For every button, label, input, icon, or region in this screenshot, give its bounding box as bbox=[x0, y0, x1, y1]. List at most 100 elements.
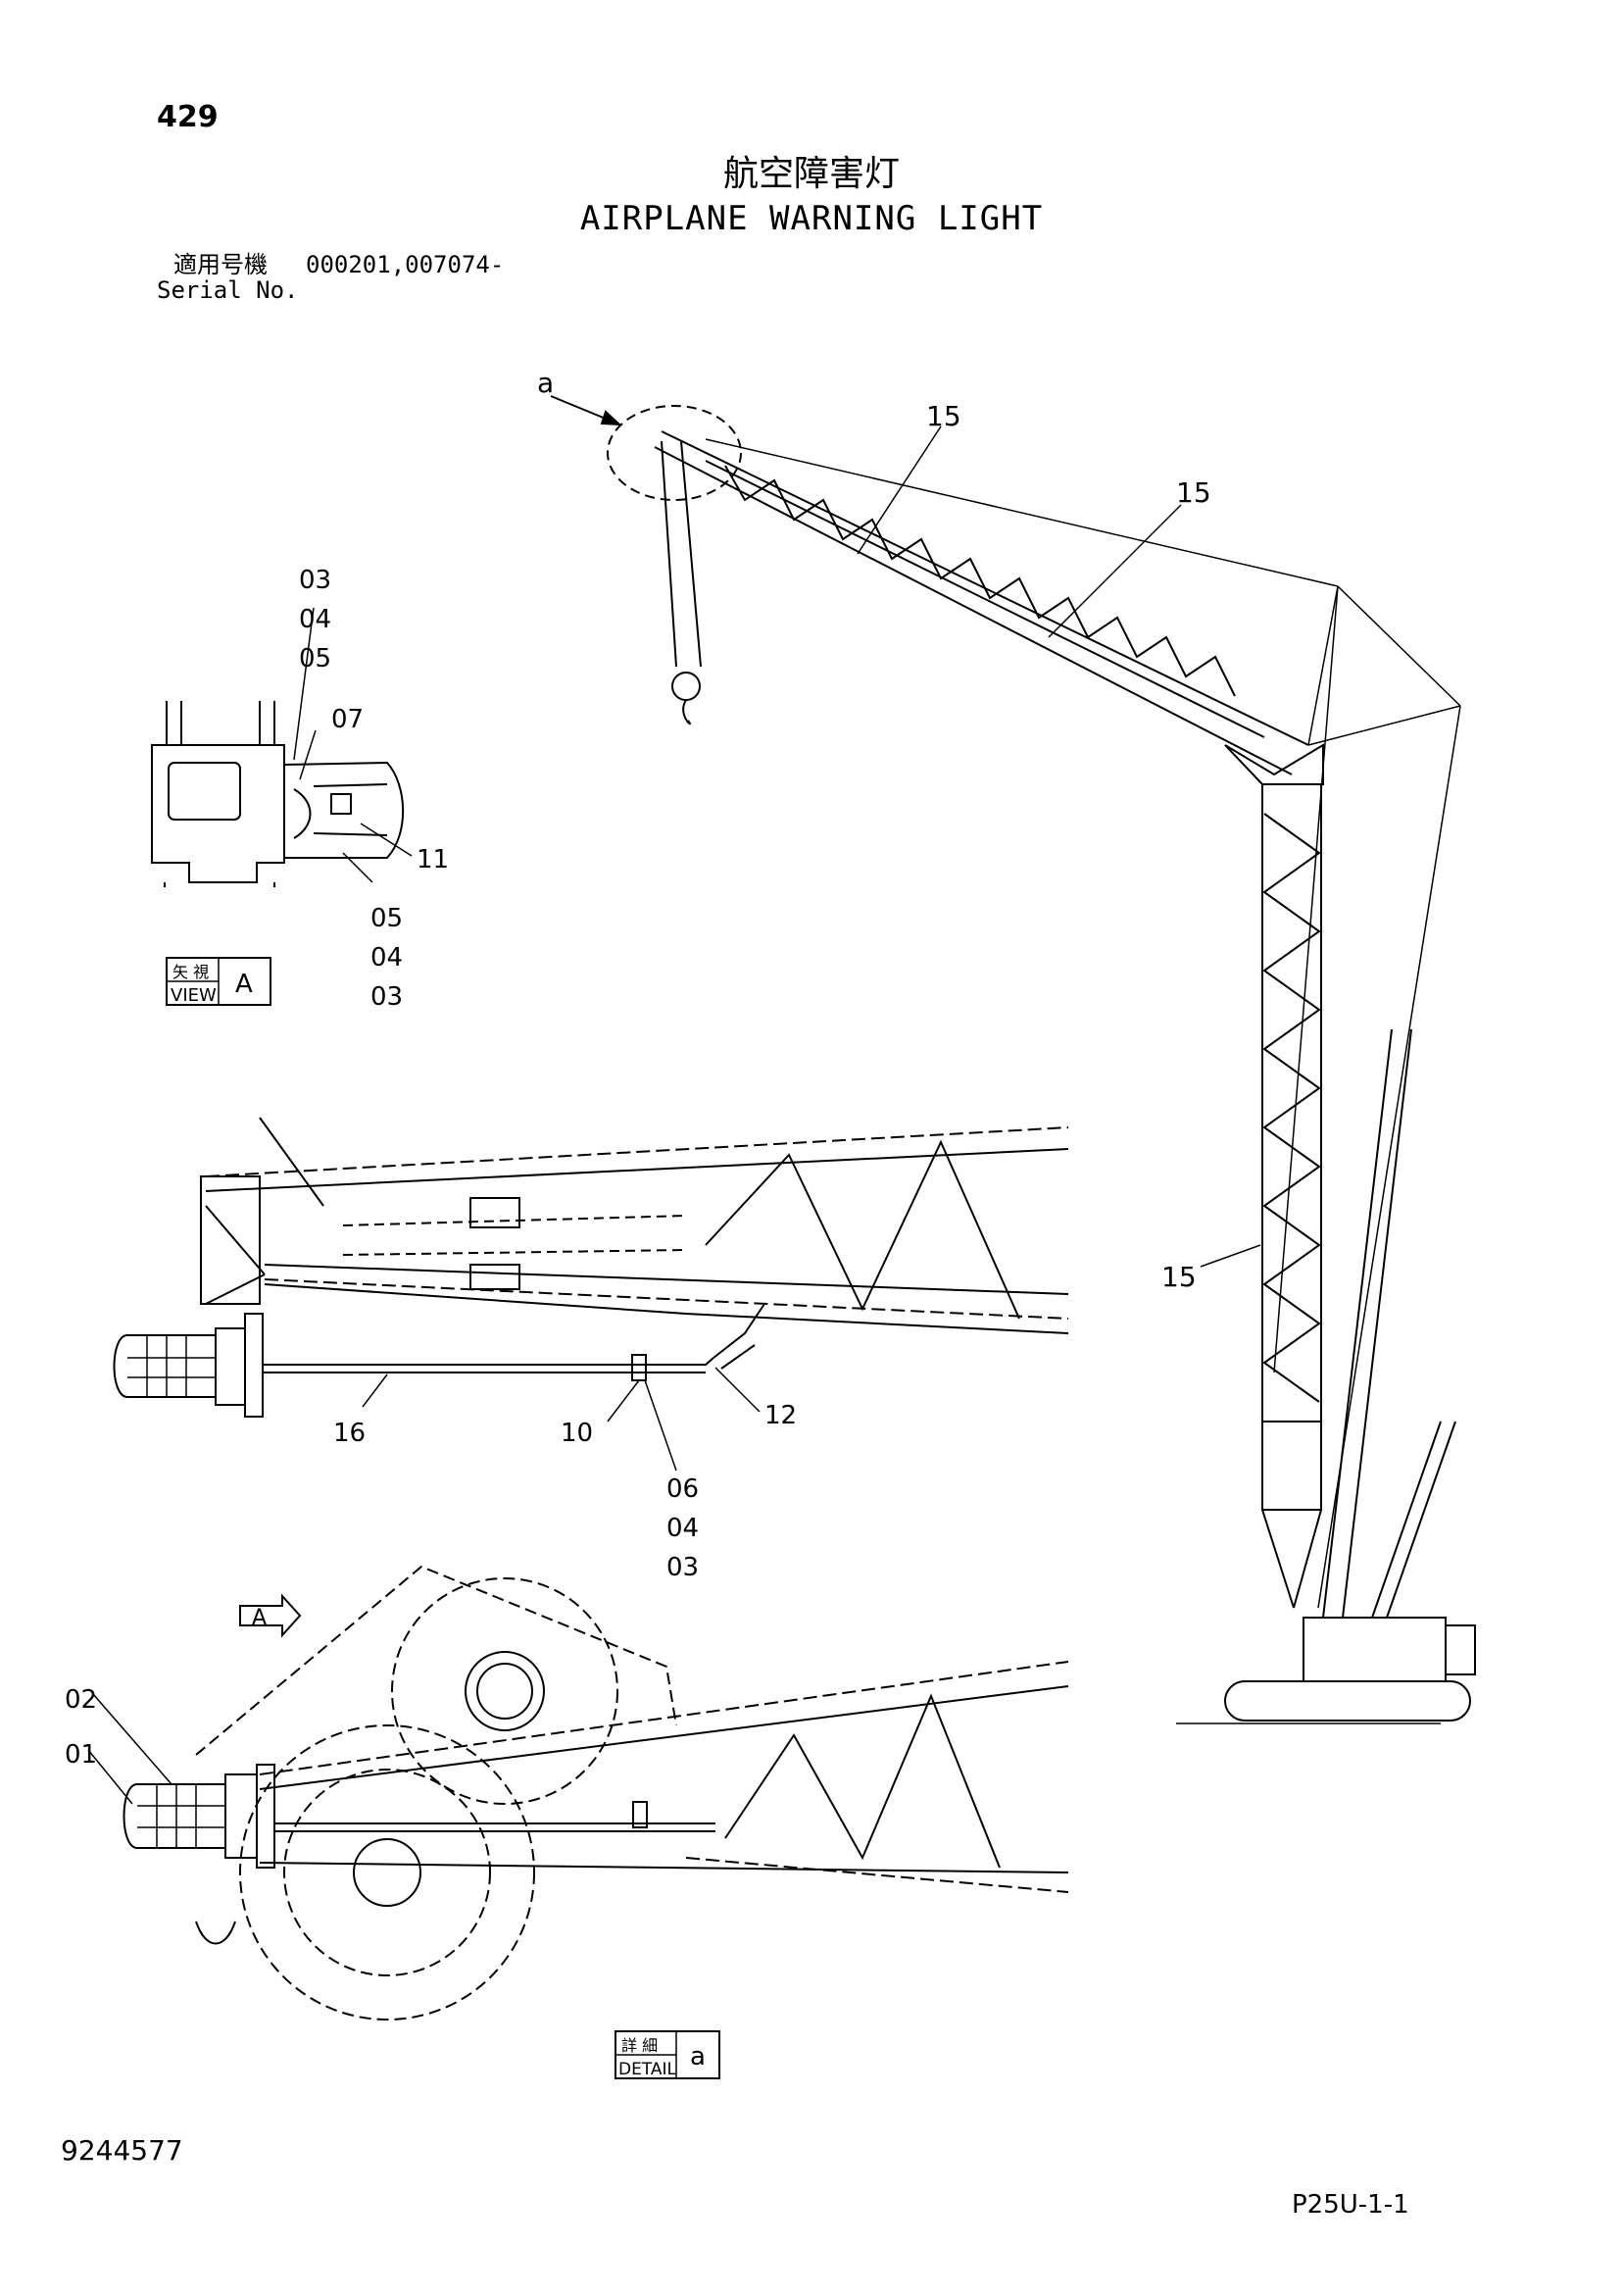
serial-numbers: 000201,007074- bbox=[306, 251, 505, 278]
middle-detail-drawing bbox=[113, 1117, 1069, 1472]
detail-box-letter: a bbox=[690, 2042, 706, 2071]
detail-upper-hub-inner bbox=[476, 1663, 533, 1720]
sheet-code: P25U-1-1 bbox=[1292, 2190, 1409, 2220]
view-a-callout-07: 07 bbox=[331, 705, 364, 734]
view-a-frame bbox=[151, 744, 285, 883]
mid-plate-1 bbox=[469, 1197, 520, 1228]
pendant-line-4 bbox=[1307, 705, 1461, 746]
mid-callout-04: 04 bbox=[666, 1514, 699, 1543]
detail-lower-sheave-outer bbox=[239, 1724, 535, 2021]
detail-bolt bbox=[195, 1921, 236, 1945]
mid-mid-chord-2 bbox=[264, 1278, 1069, 1320]
tower-head bbox=[1224, 743, 1324, 785]
view-a-leader-top bbox=[293, 607, 317, 780]
mid-callout-12: 12 bbox=[764, 1401, 797, 1430]
callout-15-leader-3 bbox=[1200, 1244, 1261, 1268]
front-line bbox=[1273, 585, 1339, 1373]
crawler-track bbox=[1224, 1680, 1471, 1722]
hook bbox=[682, 699, 691, 725]
detail-conduit bbox=[274, 1822, 715, 1832]
view-a-leader-bottom bbox=[342, 852, 373, 883]
view-box-jp: 矢 視 bbox=[172, 963, 209, 981]
view-box-letter: A bbox=[235, 970, 253, 999]
mid-bottom-chord bbox=[264, 1283, 1069, 1334]
detail-clamp bbox=[632, 1801, 648, 1828]
view-a-rails bbox=[166, 701, 275, 745]
callout-a: a bbox=[537, 367, 554, 399]
detail-box-label: DETAIL bbox=[618, 2060, 677, 2079]
mid-callout-10: 10 bbox=[561, 1419, 593, 1448]
page-title: AIRPLANE WARNING LIGHT bbox=[579, 199, 1044, 238]
mid-lamp-base bbox=[215, 1327, 246, 1406]
detail-lamp-cage-bars bbox=[137, 1784, 225, 1848]
detail-a-arrowhead bbox=[600, 410, 622, 426]
detail-upper-sheave bbox=[391, 1577, 618, 1805]
detail-a-circle bbox=[607, 405, 742, 501]
mast-strut bbox=[1322, 1028, 1412, 1619]
mid-plate-2 bbox=[469, 1264, 520, 1290]
hook-rope bbox=[661, 440, 702, 668]
mid-lamp-cage bbox=[113, 1334, 217, 1398]
hook-block bbox=[671, 672, 701, 701]
boom-lacing bbox=[724, 465, 1236, 697]
mid-diagonal-top bbox=[259, 1117, 324, 1207]
callout-15-boom-lower: 15 bbox=[1176, 476, 1211, 509]
detail-a-label-box bbox=[615, 2030, 720, 2079]
pendant-line-2 bbox=[1337, 585, 1461, 707]
gantry-strut bbox=[1371, 1421, 1456, 1619]
mid-lamp-cage-bars bbox=[127, 1335, 216, 1397]
view-a-callout-03-bottom: 03 bbox=[370, 982, 403, 1012]
mid-callout-03: 03 bbox=[666, 1553, 699, 1582]
view-a-slot bbox=[313, 783, 388, 836]
view-a-feet bbox=[164, 882, 275, 887]
callout-15-leader-2 bbox=[1048, 504, 1182, 638]
callout-15-leader-1 bbox=[857, 425, 942, 555]
callout-15-mast: 15 bbox=[1161, 1261, 1197, 1293]
pendant-line-3 bbox=[1307, 585, 1339, 746]
document-number: 9244577 bbox=[61, 2134, 183, 2167]
view-a-window bbox=[168, 762, 241, 821]
mid-hidden-lines bbox=[342, 1215, 687, 1256]
detail-lower-sheave bbox=[283, 1769, 491, 1976]
view-a-callout-11: 11 bbox=[417, 845, 449, 874]
view-arrow-shape bbox=[239, 1593, 302, 1638]
mid-leader-06 bbox=[644, 1379, 677, 1472]
page-number: 429 bbox=[157, 100, 219, 134]
boom-inner-chord bbox=[705, 460, 1265, 738]
mid-mid-chord bbox=[264, 1264, 1069, 1295]
view-a-label-box bbox=[166, 957, 271, 1006]
detail-top-chord bbox=[259, 1661, 1069, 1775]
page-title-japanese: 航空障害灯 bbox=[722, 154, 900, 194]
mid-callout-06: 06 bbox=[666, 1474, 699, 1504]
tower-base-section bbox=[1261, 1421, 1322, 1511]
view-a-drawing bbox=[151, 607, 413, 887]
view-a-callout-05-bottom: 05 bbox=[370, 904, 403, 933]
mid-callout-16: 16 bbox=[333, 1419, 366, 1448]
tower-mast bbox=[1261, 783, 1322, 1423]
detail-lamp-bracket bbox=[256, 1764, 275, 1869]
detail-callout-02: 02 bbox=[65, 1685, 97, 1715]
view-a-callout-04-top: 04 bbox=[299, 605, 331, 634]
view-a-callout-04-bottom: 04 bbox=[370, 943, 403, 973]
mid-leader-10 bbox=[607, 1379, 640, 1423]
counterweight bbox=[1445, 1624, 1476, 1675]
mid-top-chord-2 bbox=[205, 1148, 1069, 1192]
detail-mid-chord bbox=[259, 1862, 1069, 1873]
detail-lower-hub bbox=[353, 1838, 421, 1907]
tower-lacing bbox=[1262, 813, 1321, 1403]
detail-leader-01 bbox=[87, 1749, 133, 1805]
mid-conduit bbox=[263, 1357, 714, 1366]
view-a-callout-03-top: 03 bbox=[299, 566, 331, 595]
detail-leader-02 bbox=[92, 1693, 172, 1785]
serial-label-japanese: 適用号機 bbox=[173, 251, 268, 278]
detail-upper-hub bbox=[465, 1651, 545, 1731]
view-a-lamp-base bbox=[330, 793, 352, 815]
detail-lacing bbox=[724, 1693, 1001, 1869]
crane-overview bbox=[550, 395, 1476, 1724]
detail-a-drawing bbox=[87, 1565, 1069, 2021]
detail-box-jp: 詳 細 bbox=[621, 2036, 658, 2055]
mid-leader-12 bbox=[714, 1367, 761, 1413]
mid-elbow bbox=[713, 1303, 765, 1370]
mid-lacing bbox=[705, 1139, 1020, 1320]
